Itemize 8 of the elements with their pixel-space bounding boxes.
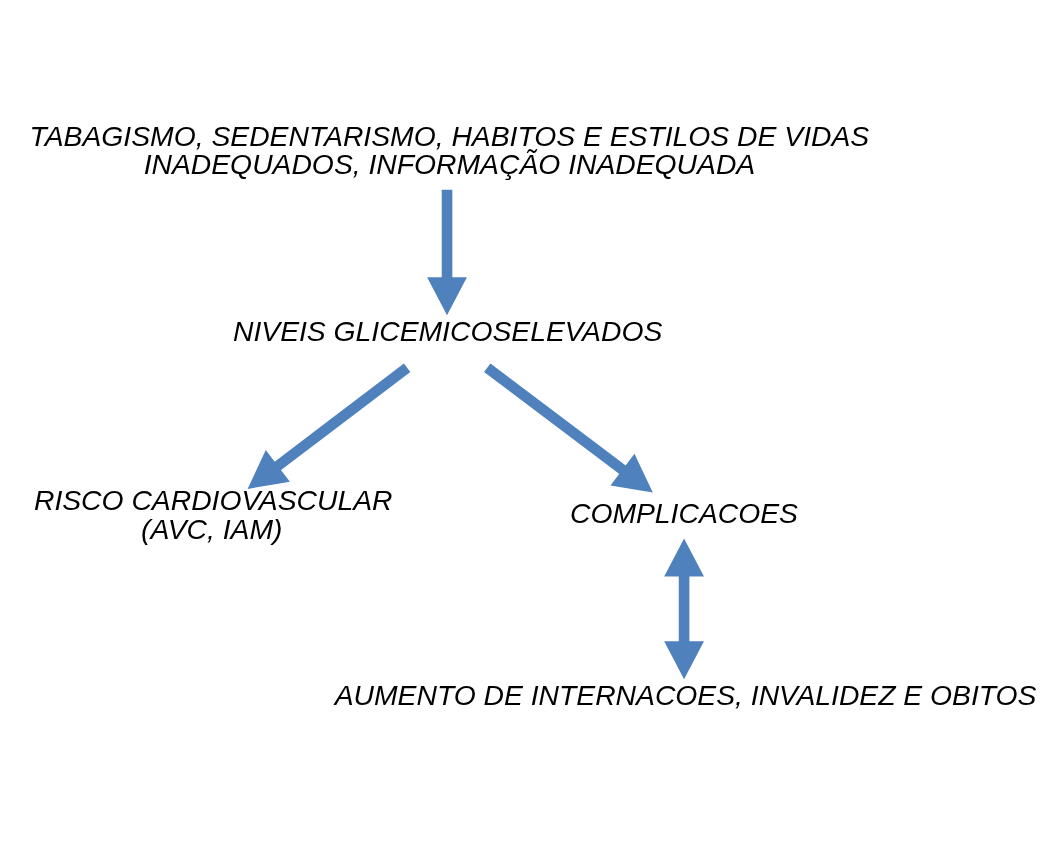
- arrow: [484, 363, 653, 493]
- node-text: COMPLICACOES: [569, 496, 798, 529]
- node-text: NIVEIS GLICEMICOSELEVADOS: [232, 314, 663, 347]
- node-text: AUMENTO DE INTERNACOES, INVALIDEZ E OBITOS: [334, 679, 1037, 712]
- node-text: TABAGISMO, SEDENTARISMO, HABITOS E ESTILOS DE VIDAS INADEQUADOS, INFORMAÇÃO INADEQUADA: [29, 120, 870, 181]
- arrow: [664, 538, 704, 680]
- arrow: [427, 189, 467, 316]
- arrow: [247, 363, 411, 489]
